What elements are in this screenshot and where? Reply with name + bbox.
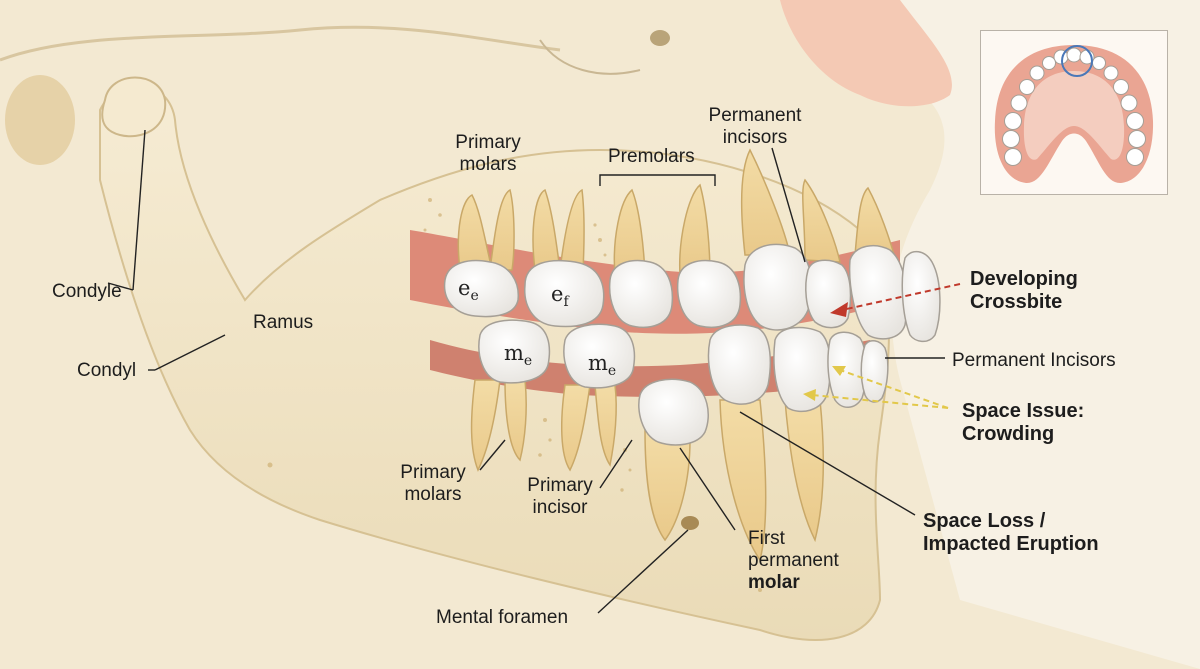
- tooth-me1: [478, 319, 551, 384]
- upper-roots: [457, 148, 897, 276]
- arch-diagram: [994, 45, 1154, 184]
- label-condyl: Condyl: [77, 360, 137, 381]
- lower-roots: [470, 379, 825, 562]
- impacted-molar: [638, 378, 709, 446]
- dental-arch-inset: [980, 30, 1168, 195]
- label-premolars: Premolars: [608, 146, 695, 167]
- tooth-label-ef: ef: [551, 282, 569, 311]
- label-ramus: Ramus: [253, 312, 314, 333]
- tooth-label-ee: ee: [458, 276, 479, 305]
- crossbite-arrow: [841, 283, 961, 311]
- tooth-label-me1: me: [504, 341, 533, 370]
- tooth-me2: [563, 323, 636, 389]
- lower-teeth: [478, 319, 889, 446]
- condyle-shape: [101, 76, 167, 138]
- tooth-ef: [524, 259, 605, 328]
- inset-highlight-circle: [1061, 45, 1093, 77]
- tooth-label-me2: me: [588, 351, 617, 380]
- tooth-ee: [443, 259, 519, 318]
- label-mental-foramen: Mental foramen: [436, 607, 569, 628]
- label-condyle: Condyle: [52, 281, 122, 302]
- label-space-issue: Space Issue:Crowding: [962, 400, 1085, 445]
- mental-foramen-hole: [681, 516, 699, 530]
- label-space-loss: Space Loss /Impacted Eruption: [923, 510, 1099, 555]
- nose: [780, 0, 952, 107]
- label-permanent-incisors-right: Permanent Incisors: [952, 350, 1116, 371]
- crowding-arrows: [811, 369, 949, 409]
